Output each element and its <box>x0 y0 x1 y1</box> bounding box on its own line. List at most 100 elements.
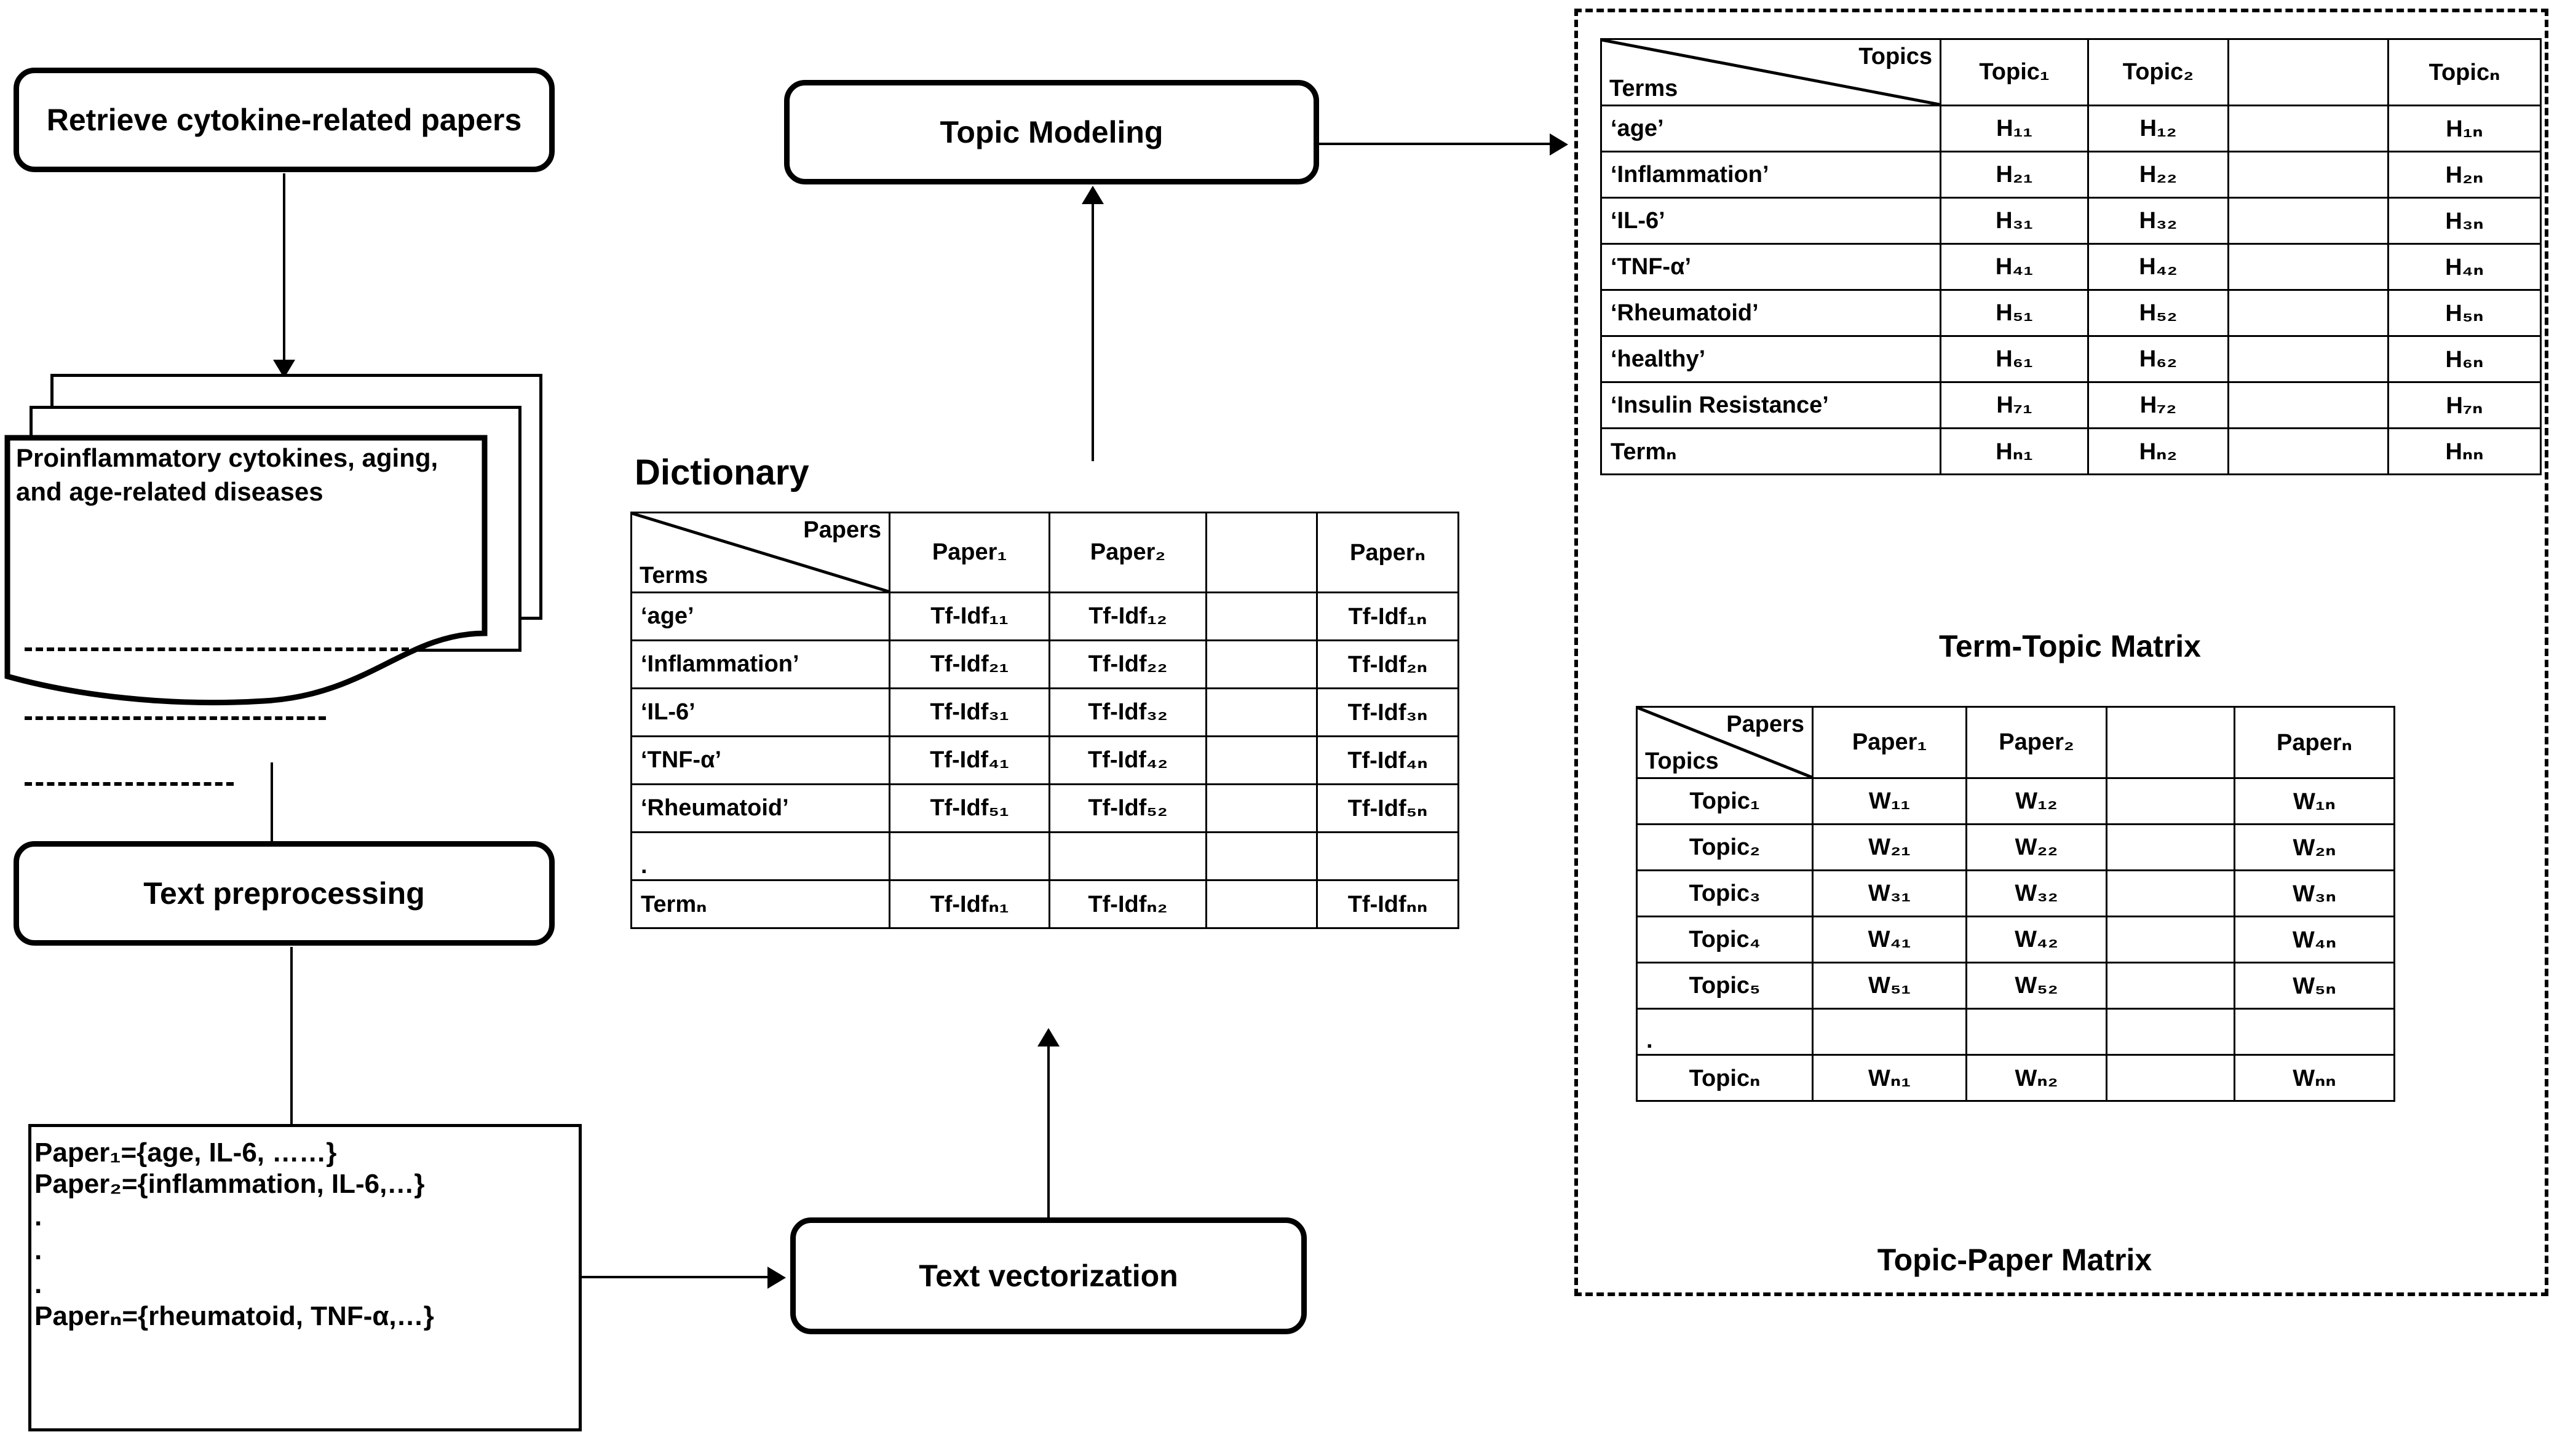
cell <box>1812 1008 1967 1056</box>
cell: H₁₁ <box>1940 105 2089 152</box>
cell: W₂₂ <box>1965 823 2107 871</box>
cell: W₃ₙ <box>2234 869 2395 917</box>
cell: H₃₂ <box>2087 197 2229 245</box>
topic-paper-caption: Topic-Paper Matrix <box>1877 1243 2152 1277</box>
arrow-docs-to-preprocess-line <box>271 762 273 873</box>
cell: Tf-Idfₙ₂ <box>1049 879 1207 929</box>
cell: H₄₁ <box>1940 243 2089 291</box>
cell: W₅ₙ <box>2234 962 2395 1010</box>
arrow-vectorization-to-dictionary-line <box>1047 1045 1050 1219</box>
cell: H₇₂ <box>2087 381 2229 429</box>
column-header <box>2227 38 2389 106</box>
arrow-dictionary-to-topicmodeling-line <box>1092 203 1094 461</box>
term-topic-corner-cell: Topics Terms <box>1600 38 1941 106</box>
table-row: Termₙ Hₙ₁ Hₙ₂ Hₙₙ <box>1600 427 2542 475</box>
cell: Tf-Idf₄₂ <box>1049 735 1207 785</box>
arrow-dictionary-to-topicmodeling-head <box>1082 186 1104 204</box>
row-header: Termₙ <box>630 879 890 929</box>
cell: Hₙ₁ <box>1940 427 2089 475</box>
cell: H₂₂ <box>2087 151 2229 199</box>
table-row: ‘Rheumatoid’ H₅₁ H₅₂ H₅ₙ <box>1600 289 2542 337</box>
table-row: ‘Inflammation’ Tf-Idf₂₁ Tf-Idf₂₂ Tf-Idf₂… <box>630 639 1459 689</box>
list-item: Paperₙ={rheumatoid, TNF-α,…} <box>34 1301 434 1332</box>
cell: H₇ₙ <box>2387 381 2542 429</box>
column-header: Paper₁ <box>889 512 1050 593</box>
cell: W₅₂ <box>1965 962 2107 1010</box>
arrow-vectorization-to-dictionary-head <box>1037 1028 1060 1046</box>
cell: H₃ₙ <box>2387 197 2542 245</box>
table-row: Topic₃ W₃₁ W₃₂ W₃ₙ <box>1636 869 2395 917</box>
topic-modeling-box[interactable]: Topic Modeling <box>784 80 1319 184</box>
cell: Tf-Idf₃₁ <box>889 687 1050 737</box>
cell: W₃₁ <box>1812 869 1967 917</box>
dictionary-table: Papers Terms Paper₁ Paper₂ Paperₙ ‘age’ … <box>630 512 1459 929</box>
row-header: ‘age’ <box>1600 105 1941 152</box>
text-vectorization-box[interactable]: Text vectorization <box>790 1217 1307 1334</box>
row-header: . <box>630 831 890 881</box>
topic-paper-corner-bottom-left: Topics <box>1645 748 1719 774</box>
cell: W₁₁ <box>1812 777 1967 825</box>
row-header: ‘Insulin Resistance’ <box>1600 381 1941 429</box>
cell: Tf-Idf₅₂ <box>1049 783 1207 833</box>
document-front-sheet <box>4 435 488 706</box>
cell <box>2106 823 2235 871</box>
cell: Hₙₙ <box>2387 427 2542 475</box>
row-header: ‘age’ <box>630 592 890 641</box>
cell: Hₙ₂ <box>2087 427 2229 475</box>
topic-paper-corner-cell: Papers Topics <box>1636 706 1814 779</box>
text-preprocessing-box[interactable]: Text preprocessing <box>14 841 555 946</box>
row-header: ‘Inflammation’ <box>1600 151 1941 199</box>
cell <box>2227 335 2389 383</box>
cell <box>1205 735 1318 785</box>
dictionary-title: Dictionary <box>635 453 809 493</box>
list-item: . <box>34 1235 42 1266</box>
cell <box>2106 1054 2235 1102</box>
dictionary-corner-top-right: Papers <box>803 517 881 543</box>
term-topic-table: Topics Terms Topic₁ Topic₂ Topicₙ ‘age’ … <box>1600 38 2542 475</box>
cell: H₆₂ <box>2087 335 2229 383</box>
cell <box>1205 639 1318 689</box>
table-row: Topic₁ W₁₁ W₁₂ W₁ₙ <box>1636 777 2395 825</box>
row-header: . <box>1636 1008 1814 1056</box>
column-header: Paper₂ <box>1049 512 1207 593</box>
table-row: Topic₄ W₄₁ W₄₂ W₄ₙ <box>1636 916 2395 963</box>
cell <box>1205 687 1318 737</box>
cell: Tf-Idf₅₁ <box>889 783 1050 833</box>
cell: Tf-Idf₂₂ <box>1049 639 1207 689</box>
table-row: Topic₂ W₂₁ W₂₂ W₂ₙ <box>1636 823 2395 871</box>
cell: Tf-Idf₁ₙ <box>1316 592 1459 641</box>
cell: Tf-Idfₙ₁ <box>889 879 1050 929</box>
cell <box>2106 962 2235 1010</box>
table-row: ‘IL-6’ H₃₁ H₃₂ H₃ₙ <box>1600 197 2542 245</box>
column-header <box>2106 706 2235 779</box>
row-header: Topic₁ <box>1636 777 1814 825</box>
row-header: ‘Inflammation’ <box>630 639 890 689</box>
list-item: . <box>34 1201 42 1232</box>
table-header-row: Papers Topics Paper₁ Paper₂ Paperₙ <box>1636 706 2395 779</box>
cell: Wₙₙ <box>2234 1054 2395 1102</box>
cell <box>1205 783 1318 833</box>
table-row: ‘age’ H₁₁ H₁₂ H₁ₙ <box>1600 105 2542 152</box>
cell: H₅ₙ <box>2387 289 2542 337</box>
cell: W₄₂ <box>1965 916 2107 963</box>
row-header: ‘Rheumatoid’ <box>630 783 890 833</box>
table-row: . <box>630 831 1459 881</box>
cell: H₃₁ <box>1940 197 2089 245</box>
cell: Tf-Idf₁₁ <box>889 592 1050 641</box>
cell <box>2234 1008 2395 1056</box>
table-row: Topicₙ Wₙ₁ Wₙ₂ Wₙₙ <box>1636 1054 2395 1102</box>
cell <box>2227 381 2389 429</box>
cell: H₂₁ <box>1940 151 2089 199</box>
cell: Wₙ₁ <box>1812 1054 1967 1102</box>
document-rule-1 <box>25 647 409 651</box>
cell: H₅₁ <box>1940 289 2089 337</box>
term-topic-caption: Term-Topic Matrix <box>1939 629 2201 663</box>
retrieve-papers-box[interactable]: Retrieve cytokine-related papers <box>14 68 555 172</box>
column-header: Topic₁ <box>1940 38 2089 106</box>
table-row: ‘Inflammation’ H₂₁ H₂₂ H₂ₙ <box>1600 151 2542 199</box>
topic-paper-corner-top-right: Papers <box>1726 711 1804 737</box>
cell <box>1965 1008 2107 1056</box>
cell: W₂₁ <box>1812 823 1967 871</box>
arrow-topicmodeling-to-matrices-head <box>1550 133 1568 156</box>
cell <box>2106 869 2235 917</box>
